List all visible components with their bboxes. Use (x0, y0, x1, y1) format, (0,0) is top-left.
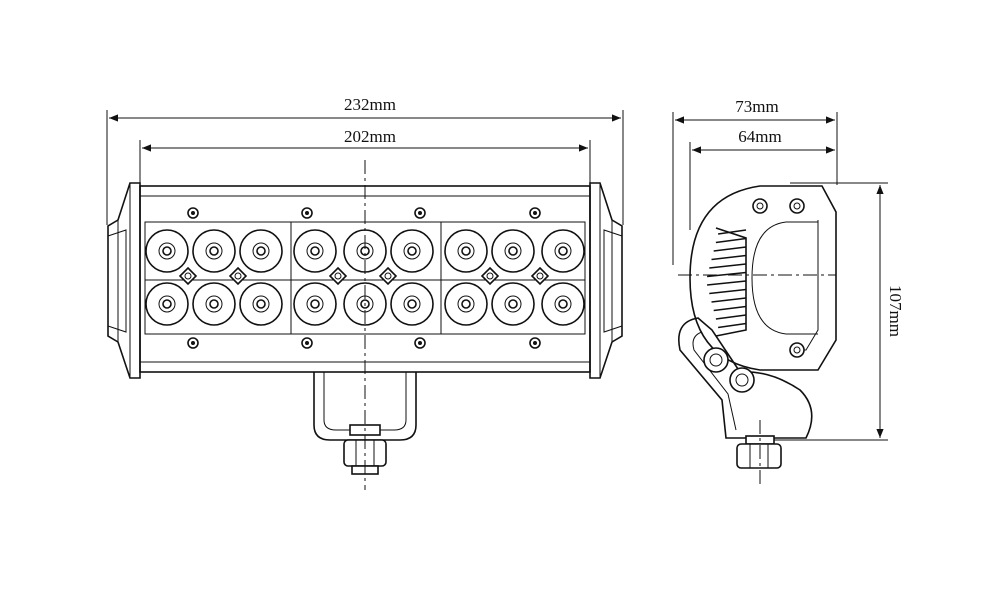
led-lens-ring (457, 295, 475, 313)
housing-screw (529, 207, 541, 219)
fin (713, 305, 747, 312)
fin (715, 237, 747, 244)
housing-screw (187, 207, 199, 219)
housing-screw (529, 337, 541, 349)
side-view: 73mm 64mm 107mm (672, 97, 905, 485)
led-lens (293, 282, 337, 326)
led-chip (256, 299, 266, 309)
led-chip (162, 246, 172, 256)
left-end-cap (107, 182, 141, 379)
led-lens (293, 229, 337, 273)
led-lens (145, 282, 189, 326)
diamond-marker (378, 266, 398, 286)
led-lens-ring (554, 295, 572, 313)
led-lens-ring (158, 295, 176, 313)
label-64mm: 64mm (738, 127, 781, 146)
fin (713, 246, 747, 252)
led-lens (390, 229, 434, 273)
fin (709, 263, 747, 269)
led-lens-ring (504, 242, 522, 260)
led-chip (461, 299, 471, 309)
housing-screws (187, 207, 541, 349)
fin (717, 322, 747, 329)
diamond-marker (228, 266, 248, 286)
fin (707, 280, 747, 286)
led-chip (310, 246, 320, 256)
side-mount-bracket (678, 317, 813, 469)
led-lens (239, 282, 283, 326)
led-diamond-markers (178, 266, 550, 286)
led-chip (209, 299, 219, 309)
led-chip (162, 299, 172, 309)
led-lens-ring (205, 295, 223, 313)
led-lens (541, 229, 585, 273)
led-chip (508, 299, 518, 309)
housing-screw (187, 337, 199, 349)
led-lens (390, 282, 434, 326)
label-232mm: 232mm (344, 95, 396, 114)
fin (717, 229, 747, 235)
led-lens-ring (504, 295, 522, 313)
led-chip (407, 246, 417, 256)
led-chip (461, 246, 471, 256)
led-lens (491, 282, 535, 326)
led-chip (310, 299, 320, 309)
right-end-cap (589, 182, 623, 379)
led-lens-ring (457, 242, 475, 260)
led-chip (209, 246, 219, 256)
side-housing (689, 185, 837, 371)
led-lens (444, 229, 488, 273)
dimension-body-depth: 64mm (689, 127, 838, 230)
led-chip (508, 246, 518, 256)
housing-screw (414, 207, 426, 219)
diamond-marker (480, 266, 500, 286)
fin (711, 297, 747, 303)
led-lens (239, 229, 283, 273)
fin (709, 288, 747, 295)
led-lens-ring (306, 242, 324, 260)
diamond-marker (328, 266, 348, 286)
front-view: 232mm 202mm (106, 95, 624, 490)
led-chip (558, 246, 568, 256)
dimension-overall-depth: 73mm (672, 97, 838, 265)
housing-screw (301, 337, 313, 349)
housing-screw (414, 337, 426, 349)
led-chip (256, 246, 266, 256)
heatsink-fins (707, 227, 747, 337)
led-lens-ring (158, 242, 176, 260)
fin (715, 314, 747, 320)
diamond-marker (178, 266, 198, 286)
led-lens (192, 282, 236, 326)
led-chip (407, 299, 417, 309)
led-lens-ring (252, 242, 270, 260)
led-lens-ring (252, 295, 270, 313)
housing-screw (301, 207, 313, 219)
dimension-overall-width: 232mm (106, 95, 624, 225)
led-lens-ring (403, 295, 421, 313)
led-chip (558, 299, 568, 309)
led-lens (491, 229, 535, 273)
led-array (145, 229, 585, 326)
dimension-height: 107mm (770, 182, 905, 441)
led-lens (541, 282, 585, 326)
diamond-marker (530, 266, 550, 286)
fin-frame (715, 227, 747, 337)
led-lens-ring (306, 295, 324, 313)
label-202mm: 202mm (344, 127, 396, 146)
led-lens-ring (205, 242, 223, 260)
led-lens (444, 282, 488, 326)
fin (707, 271, 747, 278)
label-73mm: 73mm (735, 97, 778, 116)
dimension-lens-width: 202mm (139, 127, 591, 185)
label-107mm: 107mm (886, 285, 905, 337)
led-lens (145, 229, 189, 273)
led-lens-ring (403, 242, 421, 260)
fin (711, 254, 747, 261)
led-lens (192, 229, 236, 273)
led-lens-ring (554, 242, 572, 260)
